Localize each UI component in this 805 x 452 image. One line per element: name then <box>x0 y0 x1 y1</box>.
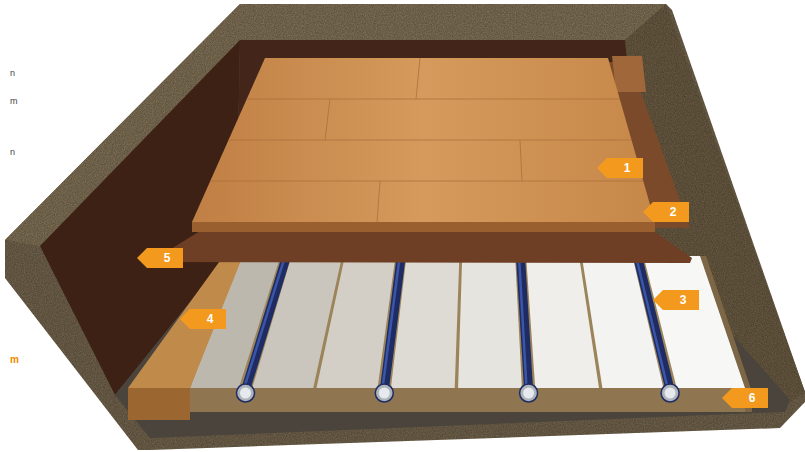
sleeper-front <box>128 388 190 420</box>
heating-pipe <box>638 258 670 390</box>
plank-joint <box>210 181 643 182</box>
heating-pipe <box>384 258 401 390</box>
plank-joint <box>325 99 330 140</box>
pipe-end <box>375 384 393 402</box>
plank-joint <box>229 140 632 141</box>
pipe-highlight <box>636 258 668 390</box>
pipe-highlight <box>519 258 527 390</box>
screed-floor <box>115 236 790 438</box>
callout-tag <box>597 158 643 178</box>
pipe-end <box>520 384 538 402</box>
pipe-end <box>237 384 255 402</box>
parquet-top <box>192 58 655 222</box>
pipe-end <box>661 384 679 402</box>
callout-number: 1 <box>624 162 631 174</box>
pipe-bore <box>379 388 390 399</box>
plank-joint <box>247 99 620 100</box>
callout-tag <box>180 309 226 329</box>
callout-tag <box>722 388 768 408</box>
callout-number: 6 <box>749 392 756 404</box>
callout-tag <box>643 202 689 222</box>
heating-pipes <box>237 258 680 402</box>
pipe-highlight <box>382 258 399 390</box>
parquet-front <box>192 222 655 232</box>
callout-number: 3 <box>680 294 687 306</box>
edge-block <box>612 56 646 92</box>
plank-joint <box>377 181 380 222</box>
pipe-highlight <box>244 258 285 390</box>
callout-tag <box>653 290 699 310</box>
heating-pipe <box>246 258 287 390</box>
legend-fragment: m <box>10 97 18 106</box>
legend-fragment: n <box>10 69 15 78</box>
callout-tag <box>137 248 183 268</box>
heat-plate <box>458 256 522 388</box>
plank-joint <box>520 140 522 181</box>
concrete-shell <box>5 4 805 450</box>
cork-layer <box>150 230 692 263</box>
callout-number: 5 <box>164 252 171 264</box>
pipe-bore <box>240 388 251 399</box>
plank-joint <box>416 58 420 99</box>
concrete-grain <box>5 4 805 450</box>
callout-number: 4 <box>207 313 214 325</box>
legend-fragment: n <box>10 148 15 157</box>
sleeper-top <box>128 258 242 388</box>
pipe-bore <box>665 388 676 399</box>
heat-plate <box>643 256 745 388</box>
pipe-bore <box>523 388 534 399</box>
callout-tags <box>137 158 768 408</box>
parquet-joints <box>210 58 643 222</box>
legend-fragment: m <box>10 355 19 365</box>
callout-number: 2 <box>670 206 677 218</box>
